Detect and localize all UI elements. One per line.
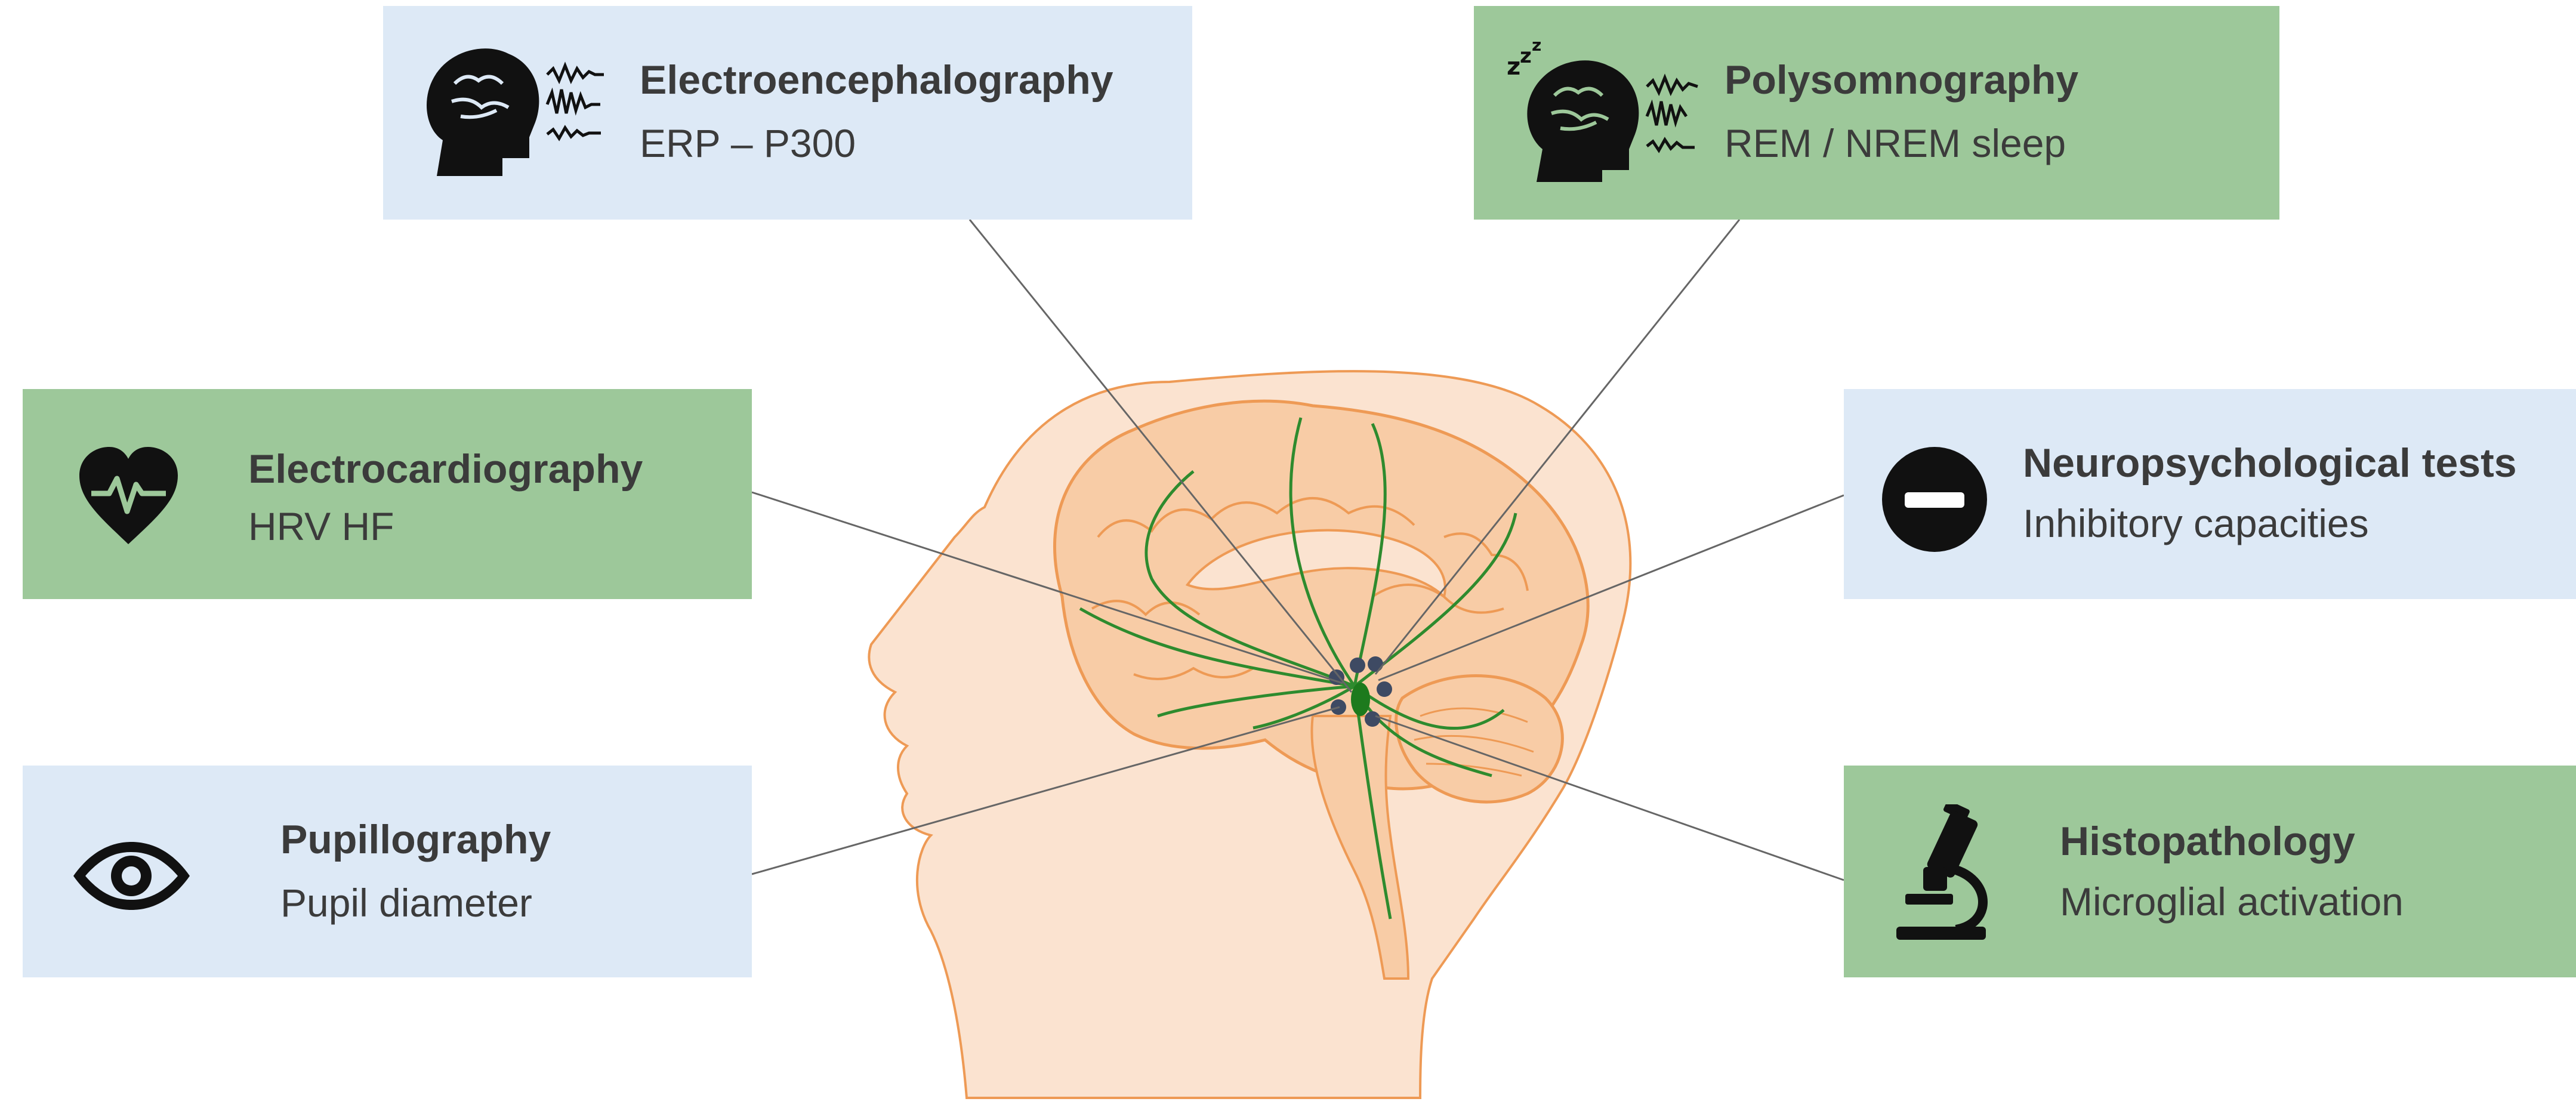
brain-waves-icon <box>427 48 604 176</box>
method-subtitle: Pupil diameter <box>280 881 532 925</box>
method-box-neuro: Neuropsychological tests Inhibitory capa… <box>1844 389 2576 599</box>
method-title: Histopathology <box>2060 819 2355 864</box>
brain-gyri <box>1091 497 1529 680</box>
cerebellum-folia <box>1414 707 1534 777</box>
minus-circle-icon <box>1882 447 1987 552</box>
core-nucleus <box>1351 683 1370 716</box>
method-box-ecg: Electrocardiography HRV HF <box>23 389 752 599</box>
svg-text:z: z <box>1532 42 1541 55</box>
method-title: Electroencephalography <box>640 57 1113 103</box>
connector-eeg <box>968 219 1353 693</box>
node <box>1329 669 1344 685</box>
node <box>1377 681 1392 697</box>
method-subtitle: Inhibitory capacities <box>2023 501 2369 545</box>
method-title: Pupillography <box>280 817 551 862</box>
method-subtitle: Microglial activation <box>2060 880 2404 924</box>
connector-pupil <box>751 706 1340 875</box>
method-box-pupil: Pupillography Pupil diameter <box>23 766 752 977</box>
pathway-lines <box>1079 417 1517 919</box>
node <box>1350 658 1365 673</box>
brainstem <box>1310 715 1410 980</box>
method-box-psg: z z z Polysomnography REM / NREM sleep <box>1474 6 2279 220</box>
method-subtitle: ERP – P300 <box>640 121 856 165</box>
connector-psg <box>1374 219 1741 675</box>
connector-ecg <box>751 491 1343 684</box>
svg-text:z: z <box>1507 53 1520 81</box>
svg-text:z: z <box>1520 44 1532 68</box>
method-subtitle: HRV HF <box>248 504 394 548</box>
sleeping-brain-icon: z z z <box>1507 42 1698 182</box>
method-subtitle: REM / NREM sleep <box>1724 121 2066 165</box>
connector-histo <box>1375 715 1844 881</box>
heart-pulse-icon <box>79 447 178 544</box>
method-title: Polysomnography <box>1724 57 2079 103</box>
method-box-eeg: Electroencephalography ERP – P300 <box>383 6 1192 220</box>
cerebellum <box>1395 674 1564 804</box>
node <box>1365 711 1380 727</box>
method-box-histo: Histopathology Microglial activation <box>1844 766 2576 977</box>
method-title: Neuropsychological tests <box>2023 440 2517 486</box>
microscope-icon <box>1896 804 1988 940</box>
eye-icon <box>73 842 190 910</box>
method-title: Electrocardiography <box>248 446 643 492</box>
connector-neuro <box>1378 494 1844 681</box>
